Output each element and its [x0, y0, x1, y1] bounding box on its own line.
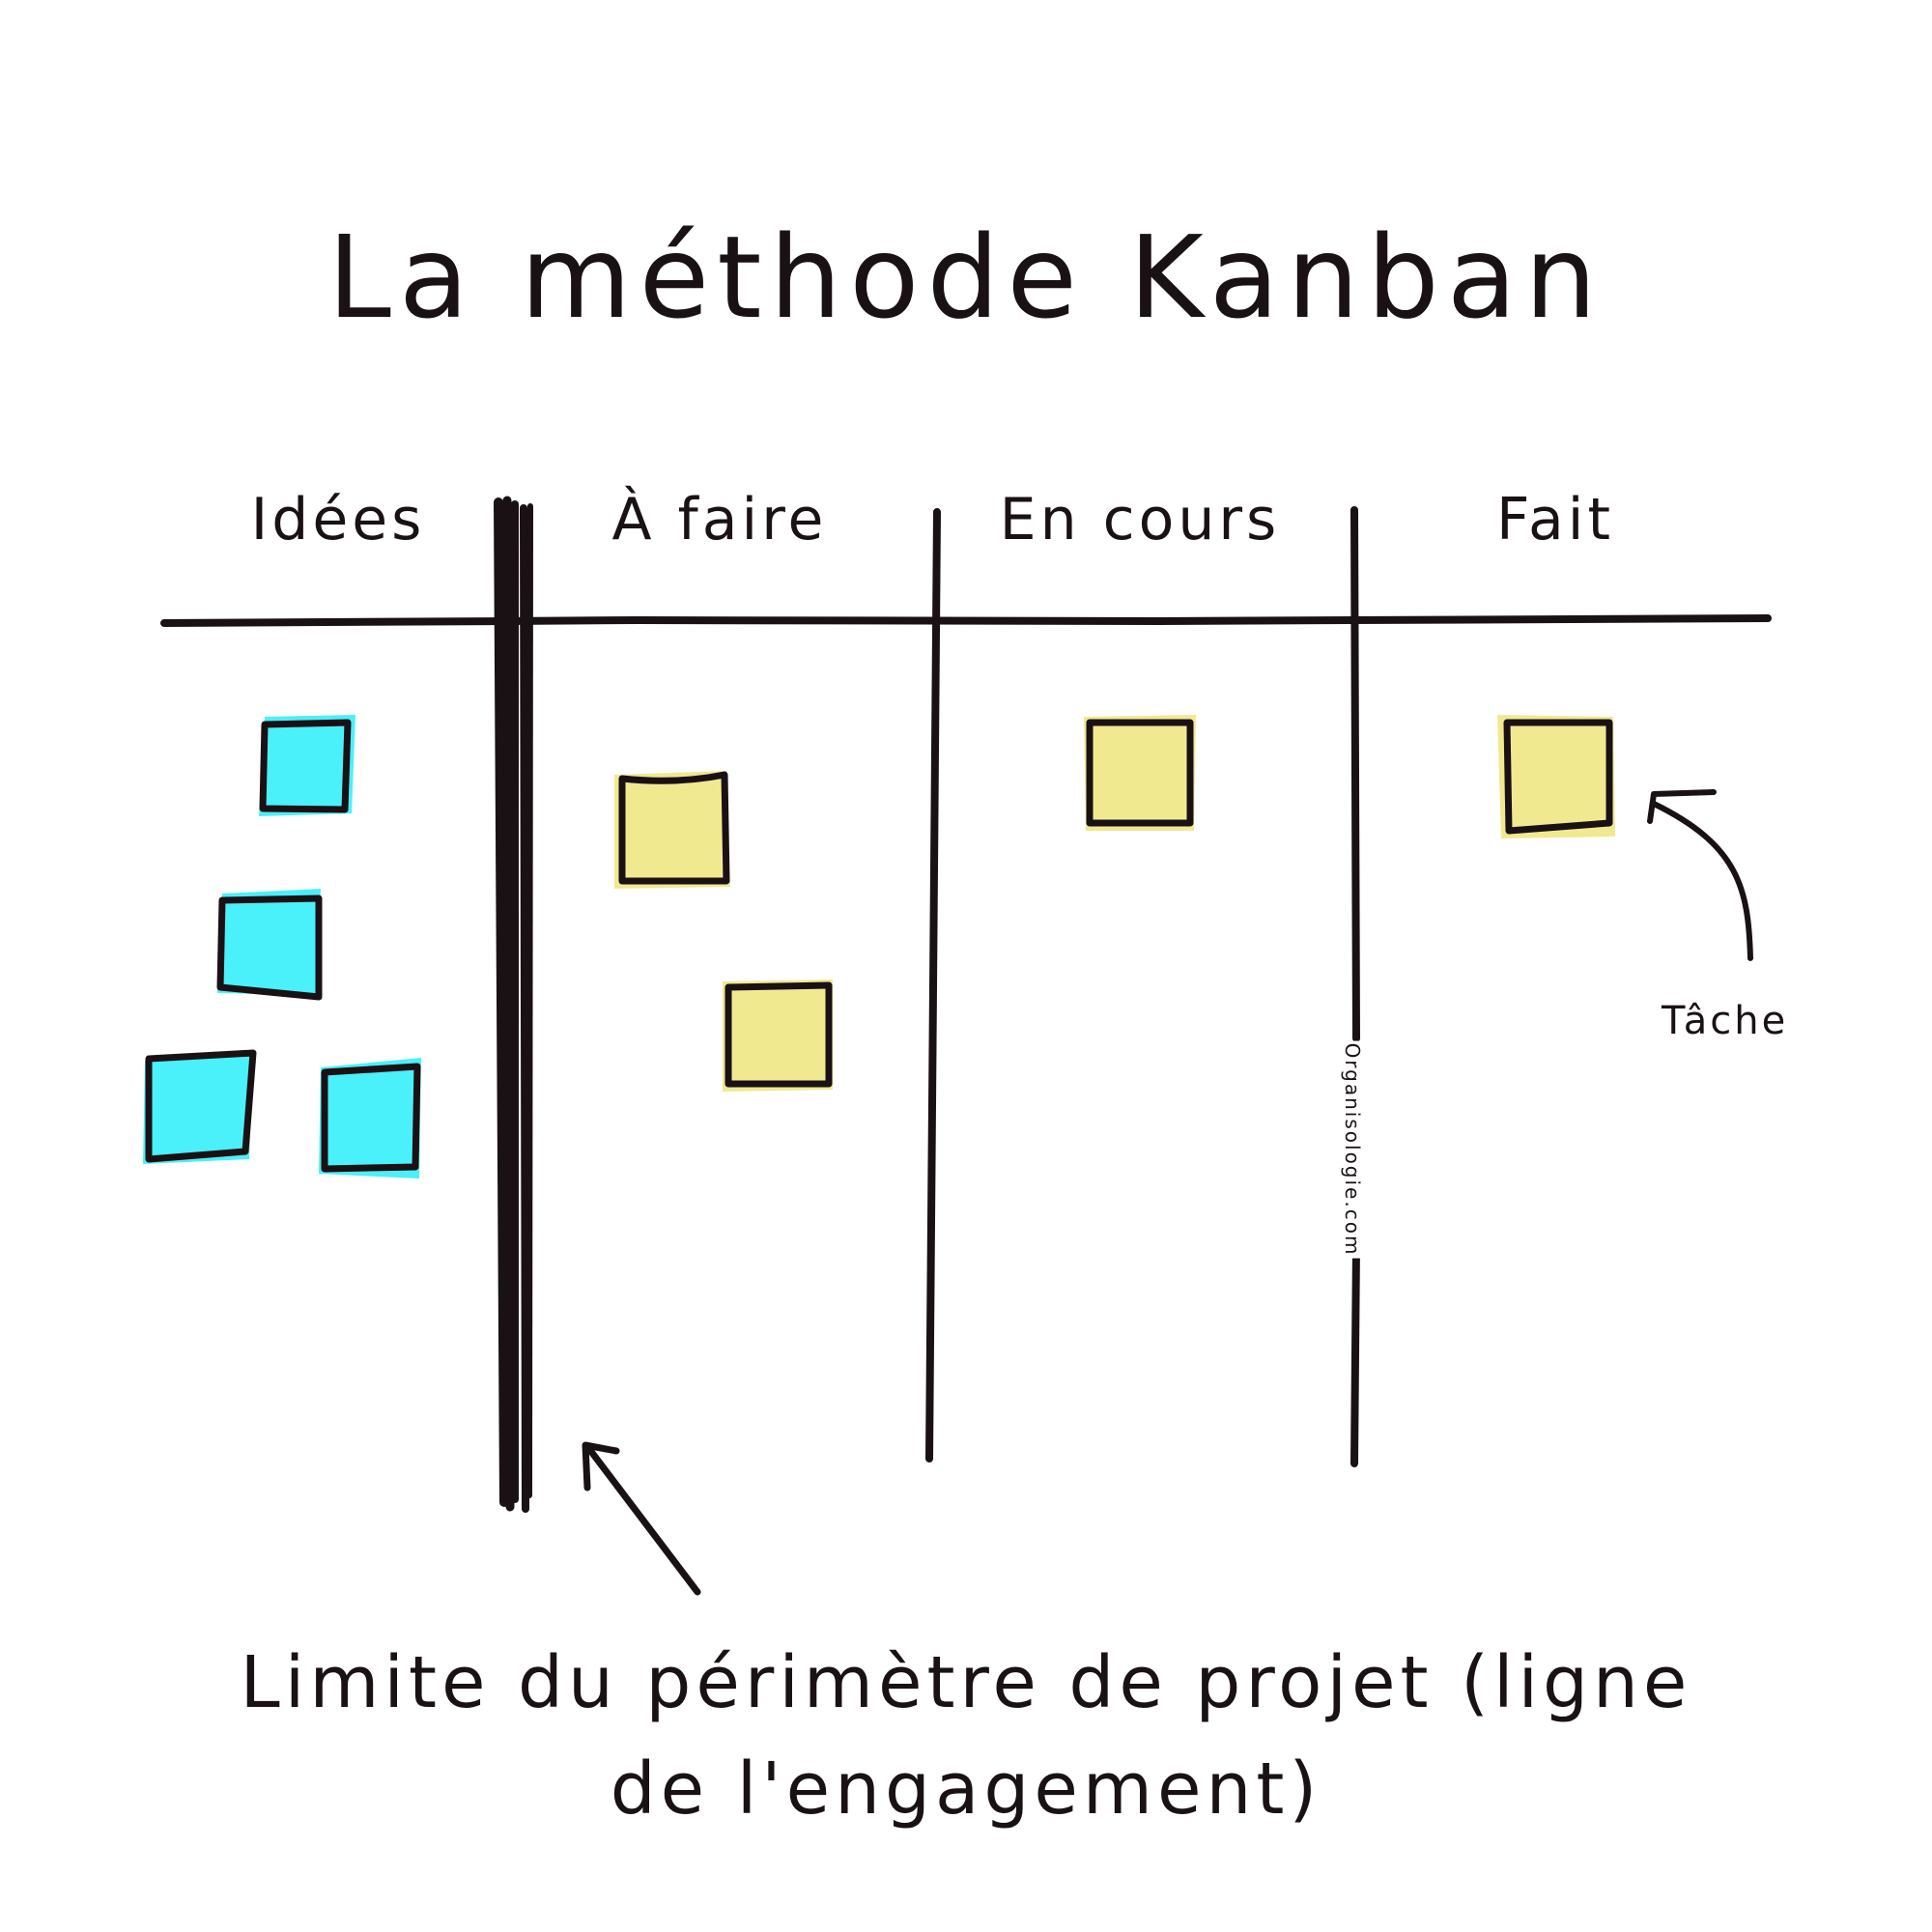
idea-card[interactable]	[143, 1049, 257, 1164]
column-header-in-progress: En cours	[999, 486, 1281, 554]
column-divider-todo-doing	[925, 508, 941, 1463]
header-divider-line	[160, 614, 1772, 627]
column-divider-doing-done-lower	[1350, 1242, 1360, 1467]
task-card[interactable]	[1497, 715, 1615, 838]
task-card[interactable]	[723, 980, 833, 1092]
idea-card[interactable]	[216, 889, 323, 1001]
column-header-done: Fait	[1496, 486, 1614, 554]
commitment-caption-line-1: Limite du périmètre de projet (ligne	[240, 1641, 1692, 1724]
commitment-arrow	[582, 1441, 701, 1596]
commitment-caption-line-2: de l'engagement)	[610, 1747, 1322, 1831]
page-title: La méthode Kanban	[327, 211, 1605, 344]
task-card[interactable]	[614, 771, 730, 889]
task-annotation-label: Tâche	[1662, 999, 1789, 1043]
column-header-ideas: Idées	[250, 486, 426, 554]
idea-card[interactable]	[319, 1058, 421, 1179]
task-arrow	[1647, 789, 1753, 961]
commitment-line-caption: Limite du périmètre de projet (ligne de …	[0, 1631, 1932, 1842]
watermark: Organisologie.com	[1337, 1040, 1368, 1259]
idea-card[interactable]	[259, 715, 355, 816]
commitment-line	[494, 496, 533, 1513]
column-divider-doing-done-upper	[1350, 506, 1360, 1042]
task-card[interactable]	[1084, 715, 1196, 831]
column-header-todo: À faire	[611, 486, 828, 554]
